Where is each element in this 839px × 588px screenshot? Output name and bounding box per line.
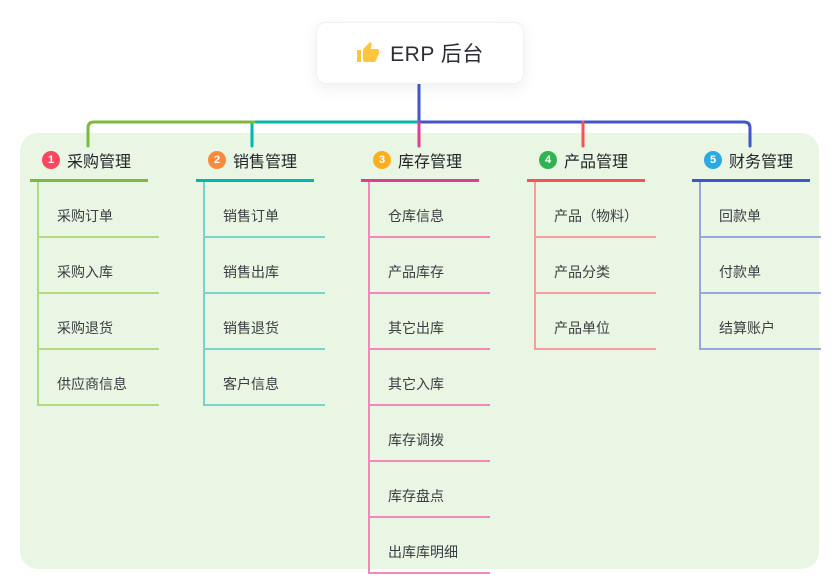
branch-title-node[interactable]: 4 产品管理 bbox=[527, 146, 645, 182]
child-node[interactable]: 仓库信息 bbox=[370, 182, 490, 238]
branch-number-badge: 2 bbox=[208, 151, 226, 169]
branch-number-badge: 1 bbox=[42, 151, 60, 169]
branch-4: 4 产品管理 产品（物料）产品分类产品单位 bbox=[527, 146, 657, 350]
branch-title-node[interactable]: 1 采购管理 bbox=[30, 146, 148, 182]
child-node[interactable]: 客户信息 bbox=[205, 350, 325, 406]
branch-title-label: 销售管理 bbox=[233, 154, 298, 171]
child-node[interactable]: 采购退货 bbox=[39, 294, 159, 350]
branch-children: 回款单付款单结算账户 bbox=[699, 182, 822, 350]
branch-title-label: 产品管理 bbox=[564, 154, 629, 171]
branch-title-node[interactable]: 5 财务管理 bbox=[692, 146, 810, 182]
child-node[interactable]: 结算账户 bbox=[701, 294, 821, 350]
branch-number-badge: 3 bbox=[373, 151, 391, 169]
branch-children: 仓库信息产品库存其它出库其它入库库存调拨库存盘点出库库明细 bbox=[368, 182, 491, 574]
child-node[interactable]: 产品分类 bbox=[536, 238, 656, 294]
branch-title-label: 财务管理 bbox=[729, 154, 794, 171]
child-node[interactable]: 库存盘点 bbox=[370, 462, 490, 518]
child-node[interactable]: 销售订单 bbox=[205, 182, 325, 238]
root-node-label: ERP 后台 bbox=[390, 43, 484, 66]
child-node[interactable]: 产品库存 bbox=[370, 238, 490, 294]
child-node[interactable]: 采购订单 bbox=[39, 182, 159, 238]
branch-title-node[interactable]: 2 销售管理 bbox=[196, 146, 314, 182]
child-node[interactable]: 其它入库 bbox=[370, 350, 490, 406]
branch-children: 产品（物料）产品分类产品单位 bbox=[534, 182, 657, 350]
branch-3: 3 库存管理 仓库信息产品库存其它出库其它入库库存调拨库存盘点出库库明细 bbox=[361, 146, 491, 574]
child-node[interactable]: 销售退货 bbox=[205, 294, 325, 350]
branch-title-node[interactable]: 3 库存管理 bbox=[361, 146, 479, 182]
child-node[interactable]: 产品（物料） bbox=[536, 182, 656, 238]
child-node[interactable]: 供应商信息 bbox=[39, 350, 159, 406]
branch-children: 采购订单采购入库采购退货供应商信息 bbox=[37, 182, 160, 406]
branch-number-badge: 4 bbox=[539, 151, 557, 169]
child-node[interactable]: 回款单 bbox=[701, 182, 821, 238]
branch-children: 销售订单销售出库销售退货客户信息 bbox=[203, 182, 326, 406]
child-node[interactable]: 产品单位 bbox=[536, 294, 656, 350]
child-node[interactable]: 采购入库 bbox=[39, 238, 159, 294]
mindmap-background-panel bbox=[20, 133, 819, 569]
child-node[interactable]: 销售出库 bbox=[205, 238, 325, 294]
branch-2: 2 销售管理 销售订单销售出库销售退货客户信息 bbox=[196, 146, 326, 406]
child-node[interactable]: 付款单 bbox=[701, 238, 821, 294]
thumbs-up-icon bbox=[357, 42, 380, 62]
branch-title-label: 库存管理 bbox=[398, 154, 463, 171]
child-node[interactable]: 其它出库 bbox=[370, 294, 490, 350]
child-node[interactable]: 出库库明细 bbox=[370, 518, 490, 574]
branch-1: 1 采购管理 采购订单采购入库采购退货供应商信息 bbox=[30, 146, 160, 406]
branch-number-badge: 5 bbox=[704, 151, 722, 169]
branch-5: 5 财务管理 回款单付款单结算账户 bbox=[692, 146, 822, 350]
root-node-erp[interactable]: ERP 后台 bbox=[316, 22, 524, 84]
branch-title-label: 采购管理 bbox=[67, 154, 132, 171]
child-node[interactable]: 库存调拨 bbox=[370, 406, 490, 462]
